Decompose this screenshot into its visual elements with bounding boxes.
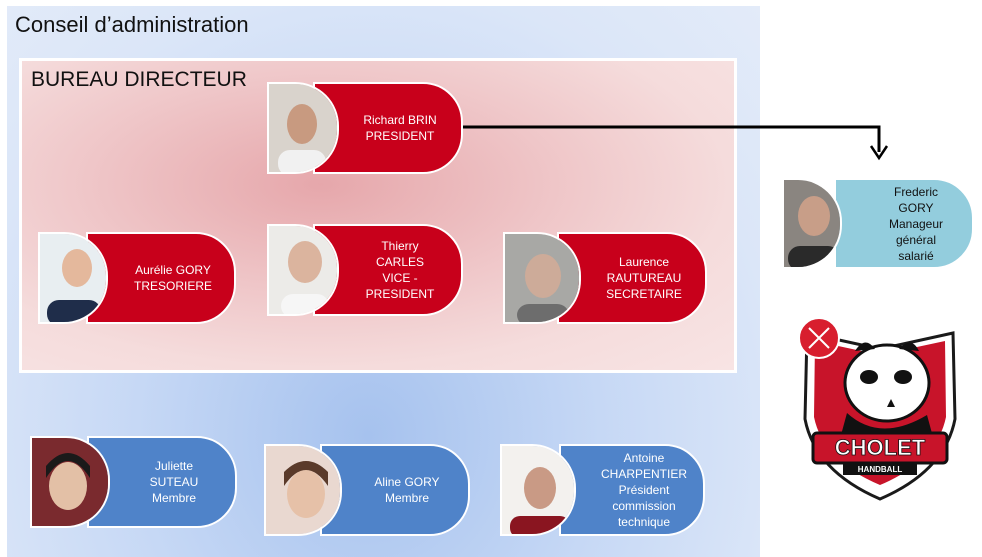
member-photo <box>267 224 339 316</box>
logo-sub-text: HANDBALL <box>858 465 903 474</box>
member-name: RAUTUREAU <box>606 271 682 285</box>
member-role: VICE - <box>382 271 418 285</box>
member-name: Aurélie GORY <box>135 263 211 277</box>
member-name: CARLES <box>375 255 425 269</box>
member-name: GORY <box>898 200 934 215</box>
board-title: Conseil d’administration <box>15 12 249 37</box>
member-name: Thierry <box>381 239 419 253</box>
member-photo <box>503 232 581 324</box>
member-role: PRESIDENT <box>365 287 435 301</box>
member-photo <box>30 436 110 528</box>
member-name: Frederic <box>893 184 938 199</box>
logo-main-text: CHOLET <box>835 435 926 460</box>
member-role: Membre <box>151 491 196 505</box>
member-name: Aline GORY <box>374 475 440 489</box>
member-role: Membre <box>384 491 429 505</box>
member-name: Juliette <box>154 459 194 473</box>
cholet-handball-logo: CHOLET HANDBALL <box>798 317 957 501</box>
member-photo <box>264 444 342 536</box>
member-card-aline-gory[interactable]: Aline GORY Membre <box>264 444 470 536</box>
member-photo <box>38 232 108 324</box>
member-role: Président <box>618 483 670 497</box>
member-photo <box>500 444 576 536</box>
member-role: salarié <box>898 248 934 263</box>
member-name: SUTEAU <box>149 475 199 489</box>
member-role: général <box>895 232 936 247</box>
member-photo <box>267 82 339 174</box>
member-card-richard-brin[interactable]: Richard BRIN PRESIDENT <box>267 82 463 174</box>
member-name: Richard BRIN <box>363 113 437 127</box>
member-role: commission <box>612 499 676 513</box>
member-role: PRESIDENT <box>365 129 435 143</box>
member-role: Manageur <box>888 216 944 231</box>
member-name: Laurence <box>618 255 670 269</box>
member-card-aurelie-gory[interactable]: Aurélie GORY TRESORIERE <box>38 232 236 324</box>
member-name: CHARPENTIER <box>600 467 687 481</box>
member-role: TRESORIERE <box>133 279 212 293</box>
member-name: Antoine <box>623 451 665 465</box>
bureau-title: BUREAU DIRECTEUR <box>31 68 247 91</box>
member-role: SECRETAIRE <box>606 287 682 301</box>
member-role: technique <box>617 515 671 529</box>
member-label-aline-gory: Aline GORY Membre <box>320 444 470 536</box>
member-label-aurelie-gory: Aurélie GORY TRESORIERE <box>86 232 236 324</box>
